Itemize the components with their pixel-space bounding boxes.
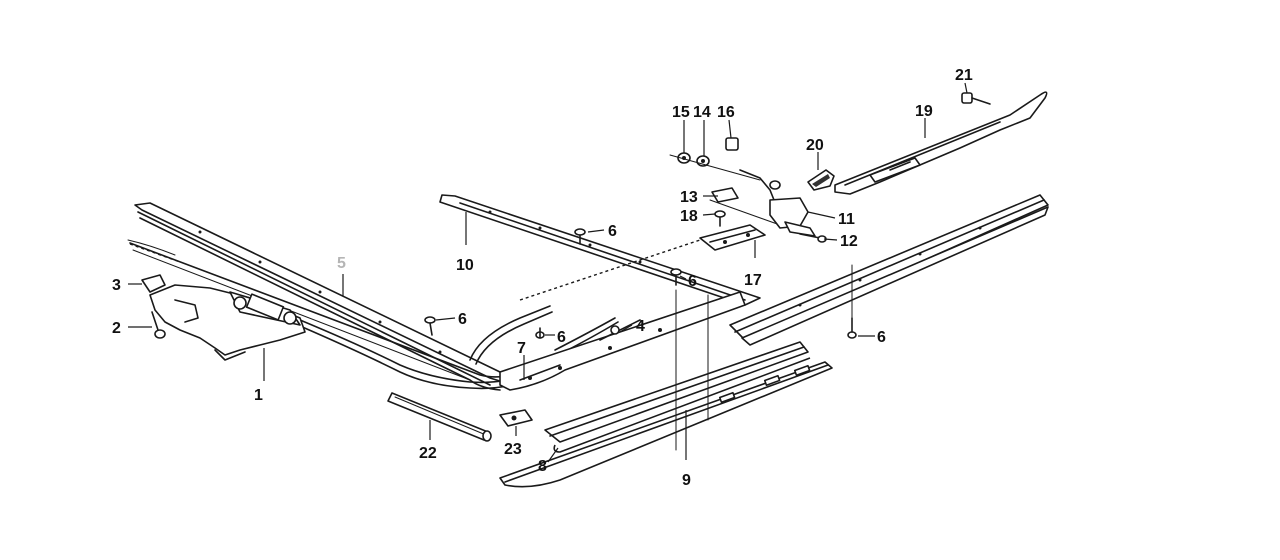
- callout-10: 10: [456, 257, 474, 274]
- right-guide-rail: [729, 194, 1049, 346]
- callout-4: 4: [636, 318, 645, 335]
- callout-23: 23: [504, 441, 522, 458]
- callout-20: 20: [806, 137, 824, 154]
- callout-5: 5: [337, 255, 346, 272]
- assembly-line-a: [519, 239, 701, 301]
- callout-18: 18: [680, 208, 698, 225]
- callout-6a: 6: [608, 223, 617, 240]
- callout-labels: 1 2 3 4 5 6 6 6 6 6 7 8 9 10 11 12 13 14…: [112, 67, 973, 489]
- callout-6c: 6: [458, 311, 467, 328]
- seal-strip: [387, 392, 492, 442]
- screw-6a: [574, 228, 586, 245]
- screw-6e: [847, 317, 857, 339]
- bottom-rail: [499, 361, 833, 488]
- small-plate: [499, 409, 533, 427]
- callout-8: 8: [538, 458, 547, 475]
- callout-6e: 6: [877, 329, 886, 346]
- callout-3: 3: [112, 277, 121, 294]
- screw-part: [151, 311, 166, 339]
- pivot-16: [669, 137, 761, 181]
- cover-cap: [807, 169, 835, 191]
- drive-bracket: [149, 284, 306, 361]
- screw-6d: [535, 327, 545, 339]
- guide-bracket: [699, 224, 766, 251]
- front-cross-rail: [439, 194, 761, 306]
- assembly-line-b: [709, 199, 781, 226]
- callout-6b: 6: [688, 273, 697, 290]
- callout-15: 15: [672, 104, 690, 121]
- callout-16: 16: [717, 104, 735, 121]
- leader-lines: [128, 82, 968, 463]
- callout-13: 13: [680, 189, 698, 206]
- callout-19: 19: [915, 103, 933, 120]
- callout-17: 17: [744, 272, 762, 289]
- callout-11: 11: [838, 211, 855, 228]
- screw-21: [961, 92, 991, 105]
- latch-screw: [714, 210, 726, 227]
- rear-guide: [834, 91, 1048, 195]
- callout-14: 14: [693, 104, 711, 121]
- callout-21: 21: [955, 67, 973, 84]
- callout-2: 2: [112, 320, 121, 337]
- screw-6c: [424, 316, 436, 336]
- callout-9: 9: [682, 472, 691, 489]
- callout-7: 7: [517, 340, 526, 357]
- callout-22: 22: [419, 445, 437, 462]
- callout-6d: 6: [557, 329, 566, 346]
- lever-mechanism: [739, 169, 816, 237]
- callout-1: 1: [254, 387, 263, 404]
- screw-6b: [670, 268, 682, 286]
- corner-plate: [499, 291, 746, 391]
- callout-12: 12: [840, 233, 858, 250]
- latch-plate: [711, 187, 739, 203]
- assembly-guides: [675, 264, 853, 451]
- cable-end: [599, 319, 641, 341]
- clip-part: [141, 274, 166, 293]
